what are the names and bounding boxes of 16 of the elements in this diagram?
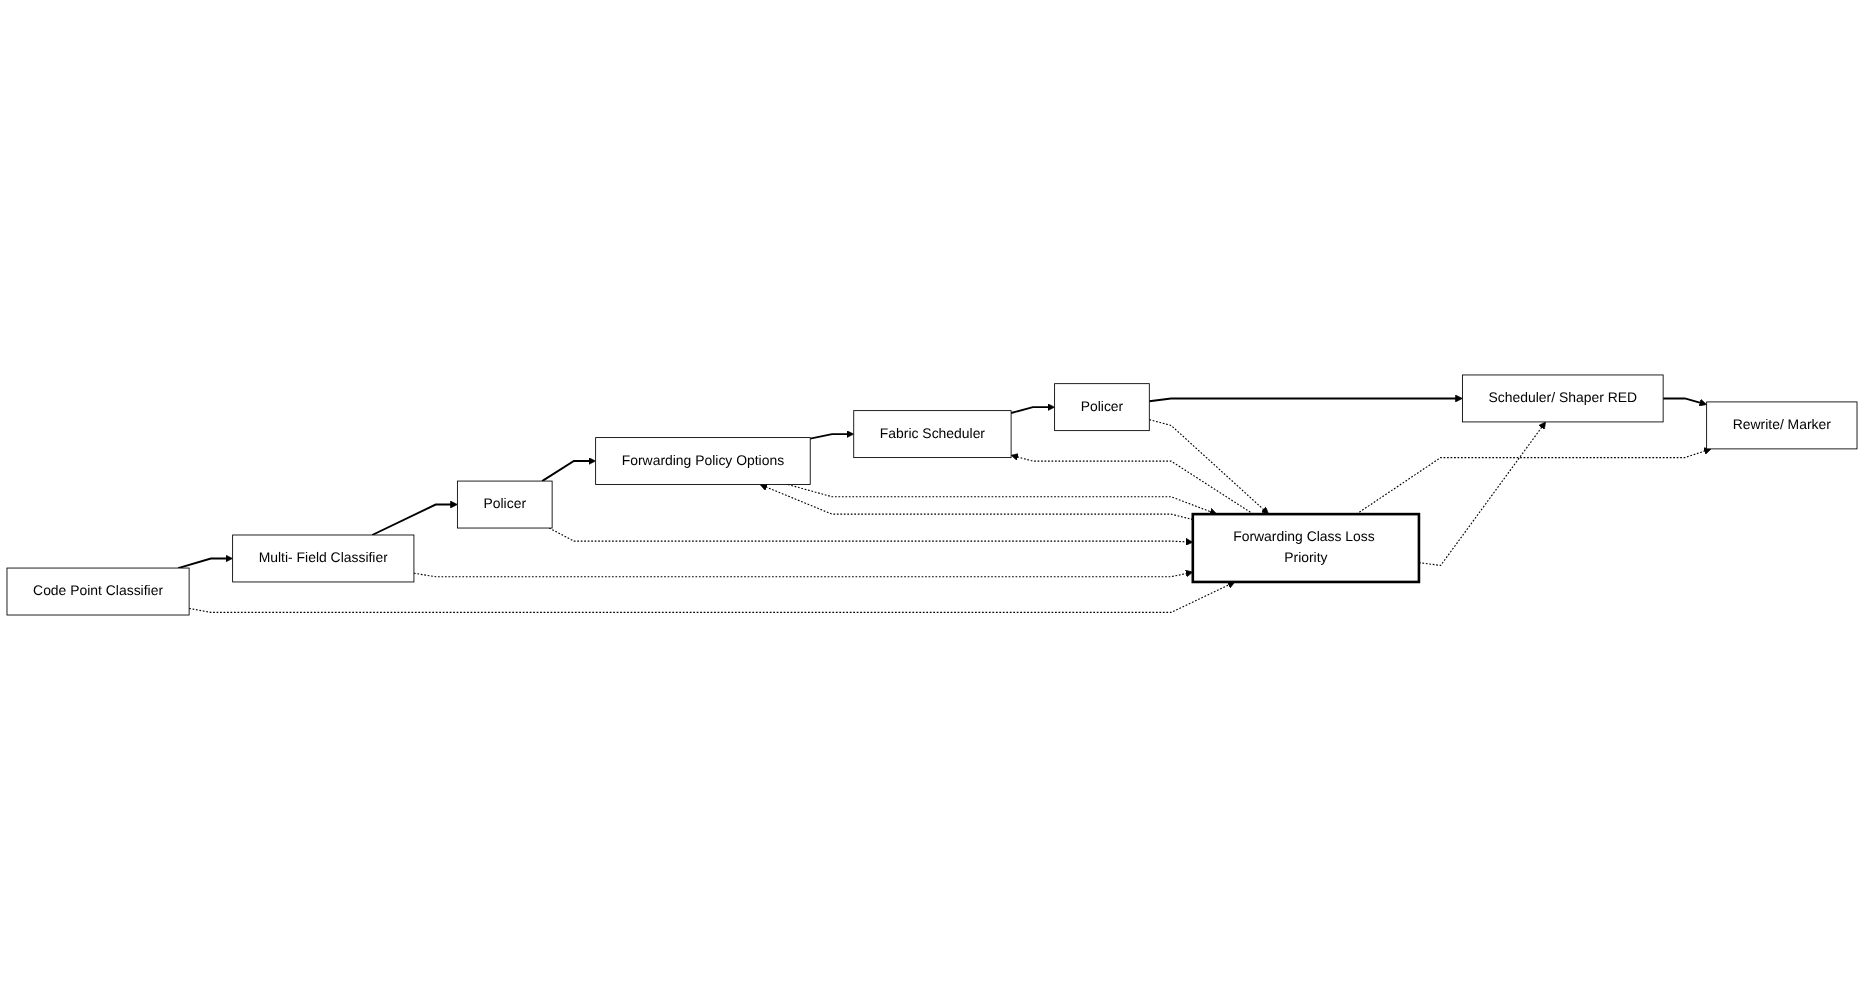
arrow [188,580,1236,612]
arrow [541,456,596,482]
arrow [1148,393,1463,402]
arrow [177,553,233,568]
arrow [1148,418,1269,514]
arrow [787,483,1218,515]
arrow [1010,452,1254,514]
arrow [809,429,855,439]
arrow [548,526,1194,545]
arrow [1418,420,1546,566]
arrow [1010,402,1055,413]
arrow [1355,446,1712,514]
arrow [1662,396,1707,406]
arrow [413,568,1194,577]
arrow [371,499,458,535]
arrow [759,482,1194,520]
